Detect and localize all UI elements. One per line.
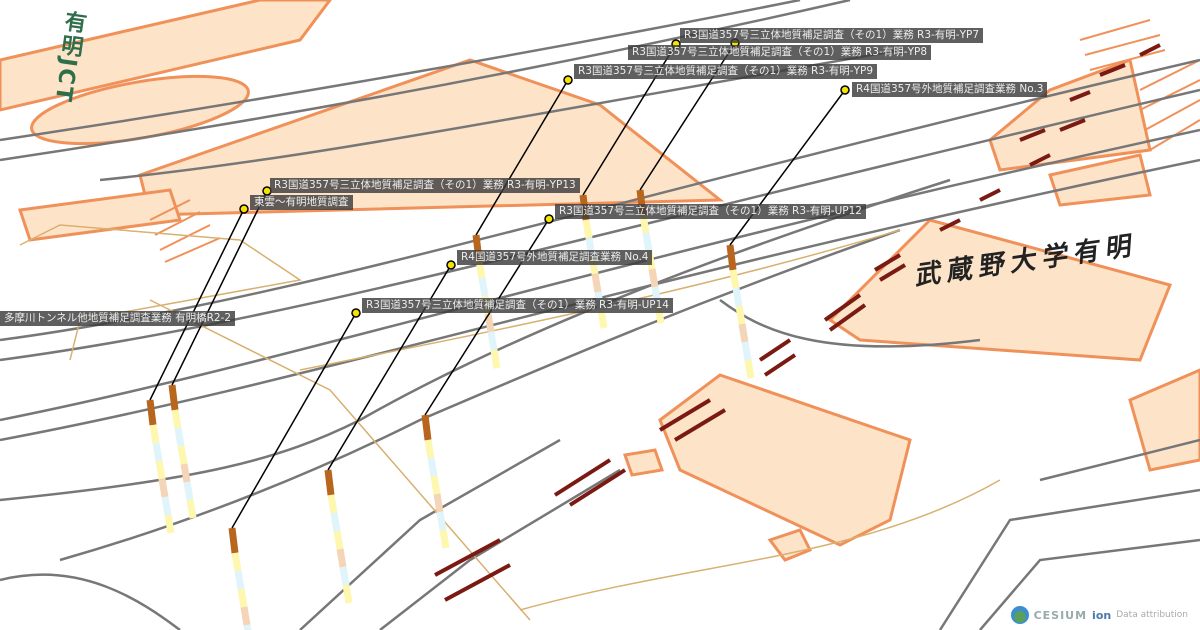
borehole-label[interactable]: R4国道357号外地質補足調査業務 No.4 [457,250,653,265]
borehole-column[interactable] [228,527,253,630]
buildings [0,0,1200,562]
anchor-point-icon[interactable] [446,260,456,270]
borehole-column[interactable] [421,414,450,549]
building [767,528,813,562]
hatched-areas [149,19,1200,263]
borehole-column[interactable] [324,469,353,604]
borehole-label[interactable]: R3国道357号三立体地質補足調査（その1）業務 R3-有明-UP12 [555,204,866,219]
anchor-point-icon[interactable] [544,214,554,224]
leader-line [231,312,357,529]
borehole-label[interactable]: R4国道357号外地質補足調査業務 No.3 [852,82,1048,97]
building [0,0,332,112]
boundary-lines [19,224,1001,621]
leader-line [475,79,569,236]
borehole-label[interactable]: R3国道357号三立体地質補足調査（その1）業務 R3-有明-YP8 [628,45,932,60]
leader-line [149,208,245,401]
building [622,448,665,477]
ion-brand: ion [1092,608,1112,622]
borehole-label[interactable]: R3国道357号三立体地質補足調査（その1）業務 R3-有明-YP9 [574,64,878,79]
dark-markings [434,43,1161,602]
cesium-logo-icon [1010,606,1029,624]
leader-line [171,190,268,386]
building [18,188,182,242]
leader-line [729,89,846,246]
anchor-point-icon[interactable] [840,85,850,95]
borehole-column[interactable] [726,244,755,379]
borehole-label[interactable]: 多摩川トンネル他地質補足調査業務 有明橋R2-2 [0,311,236,326]
cesium-brand: CESIUM [1033,608,1088,622]
anchor-point-icon[interactable] [351,308,361,318]
borehole-label[interactable]: R3国道357号三立体地質補足調査（その1）業務 R3-有明-YP7 [680,28,984,43]
anchor-point-icon[interactable] [563,75,573,85]
borehole-column[interactable] [168,384,197,519]
building [827,218,1173,362]
borehole-column[interactable] [146,399,175,534]
building [658,373,912,547]
borehole-label[interactable]: 東雲～有明地質調査 [250,195,353,210]
anchor-point-icon[interactable] [239,204,249,214]
borehole-label[interactable]: R3国道357号三立体地質補足調査（その1）業務 R3-有明-UP14 [362,298,673,313]
cesium-credit[interactable]: CESIUM ion Data attribution [1010,606,1188,624]
borehole-label[interactable]: R3国道357号三立体地質補足調査（その1）業務 R3-有明-YP13 [270,178,580,193]
data-attribution-link[interactable]: Data attribution [1116,610,1188,620]
